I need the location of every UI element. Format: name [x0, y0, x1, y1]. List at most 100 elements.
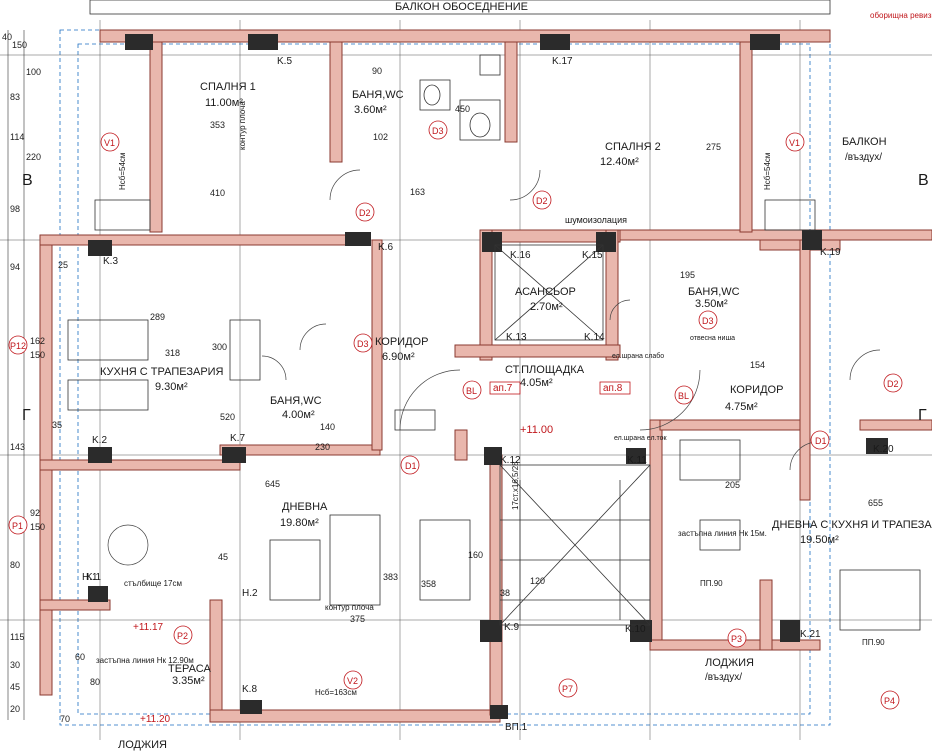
dim-value: 120: [530, 576, 545, 586]
dim-value: 230: [315, 442, 330, 452]
dim-value: 83: [10, 92, 20, 102]
dim-value: 143: [10, 442, 25, 452]
column-label: K.16: [510, 250, 531, 261]
dim-value: 40: [2, 32, 12, 42]
dim-value: 94: [10, 262, 20, 272]
room-name-dnevna: ДНЕВНА: [282, 501, 328, 513]
column-label: K.9: [504, 622, 519, 633]
dim-value: 45: [10, 682, 20, 692]
dim-value: 154: [750, 360, 765, 370]
room-area-spalnya2: 12.40м²: [600, 156, 639, 168]
note-elev2: ел.шрана ел.ток: [614, 435, 668, 442]
room-name-spalnya1: СПАЛНЯ 1: [200, 81, 256, 93]
dim-value: 80: [10, 560, 20, 570]
room-name-banya1: БАНЯ,WC: [352, 89, 404, 101]
note-hsb3: Нсб=54см: [763, 153, 772, 190]
dim-value: 140: [320, 422, 335, 432]
door-tag: BL: [678, 391, 689, 401]
dim-value: 160: [468, 550, 483, 560]
dim-value: 275: [706, 142, 721, 152]
room-name-spalnya2: СПАЛНЯ 2: [605, 141, 661, 153]
room-area-kuhnya: 9.30м²: [155, 381, 188, 393]
column-label: K.21: [800, 629, 821, 640]
axis-marker: Г: [22, 407, 31, 424]
room-area-dnevna2: 19.50м²: [800, 534, 839, 546]
dim-value: 410: [210, 188, 225, 198]
room-area-koridor1: 6.90м²: [382, 351, 415, 363]
door-swings: [107, 169, 881, 566]
room-area-asansyor: 2.70м²: [530, 301, 563, 313]
axis-marker: B: [918, 172, 929, 189]
note-slab: контур плоча: [325, 603, 374, 612]
note-kitchen: отвесна ниша: [690, 335, 735, 342]
door-tag: D3: [357, 339, 369, 349]
column-label: K.17: [552, 56, 573, 67]
room-name-koridor2: КОРИДОР: [730, 384, 783, 396]
balcony-banner-text: БАЛКОН ОБОСЕДНЕНИЕ: [395, 1, 528, 13]
door-tag: D2: [887, 379, 899, 389]
column-label: H.2: [242, 588, 258, 599]
level-mark-loggia: +11.20: [140, 714, 171, 725]
note-elev: ел.шрана слабо: [612, 352, 664, 360]
column-label: K.20: [873, 444, 894, 455]
window-tag: P1: [12, 521, 23, 531]
door-tag: D3: [432, 126, 444, 136]
room-area-lodzhia1: /въздух/: [705, 672, 742, 683]
column-label: K.7: [230, 433, 245, 444]
dim-value: 114: [10, 132, 24, 142]
door-tag: D1: [815, 436, 827, 446]
dim-value: 90: [372, 66, 382, 76]
dim-value: 70: [60, 714, 70, 724]
axis-marker: Г: [918, 407, 927, 424]
column-label: K.14: [584, 332, 605, 343]
dim-value: 150: [12, 40, 27, 50]
note-table: стълбище 17см: [124, 579, 182, 588]
door-tag: D1: [405, 461, 417, 471]
column-label: K.3: [103, 256, 118, 267]
dim-value: 150: [30, 522, 45, 532]
left-dimension-chain: [7, 30, 25, 720]
revision-note: оборищна ревизия: [870, 11, 932, 20]
dim-value: 195: [680, 270, 695, 280]
furniture: [67, 54, 921, 631]
dim-value: 289: [150, 312, 165, 322]
dim-value: 358: [421, 579, 436, 589]
column-label: H.1: [82, 572, 98, 583]
note-slab2: контур плоча: [238, 101, 247, 150]
column-label: K.19: [820, 247, 841, 258]
note-hsb: Нсб=163см: [315, 688, 357, 697]
room-name-balkon: БАЛКОН: [842, 136, 887, 148]
column-label: K.13: [506, 332, 527, 343]
dim-value: 60: [75, 652, 85, 662]
column-label: K.11: [627, 455, 647, 466]
room-name-stploshtadka: СТ.ПЛОЩАДКА: [505, 364, 585, 376]
dim-value: 375: [350, 614, 365, 624]
elevator-shaft: [494, 244, 604, 341]
dim-value: 45: [218, 552, 228, 562]
dim-value: 100: [26, 67, 41, 77]
apartment-8-tag-frame: [599, 381, 631, 395]
column-label: K.10: [625, 624, 646, 635]
room-area-banya1: 3.60м²: [354, 104, 387, 116]
balcony-banner-frame: [89, 0, 831, 15]
dim-value: 35: [52, 420, 62, 430]
dim-value: 353: [210, 120, 225, 130]
room-name-terasa: ТЕРАСА: [168, 663, 211, 675]
note-hsb2: Нсб=54см: [118, 153, 127, 190]
door-tag: D3: [702, 316, 714, 326]
dim-value: 38: [500, 588, 510, 598]
exterior-walls: [39, 29, 932, 723]
dim-value: 520: [220, 412, 235, 422]
note-zast: застъпна линия Нк 15м.: [678, 529, 767, 538]
room-area-terasa: 3.35м²: [172, 675, 205, 687]
door-tag: BL: [466, 386, 477, 396]
window-tag: P4: [884, 696, 895, 706]
dim-value: 30: [10, 660, 20, 670]
room-area-banya2: 4.00м²: [282, 409, 315, 421]
room-name-lodzhia2: ЛОДЖИЯ: [118, 739, 167, 751]
note-terrace-line: застъпна линия Нк 12.90м: [96, 656, 194, 665]
window-tag: P3: [731, 634, 742, 644]
room-name-banya2: БАНЯ,WC: [270, 395, 322, 407]
inner-dimensions: 353 410 450 275 289 318 300 645 520 655 …: [52, 66, 883, 724]
